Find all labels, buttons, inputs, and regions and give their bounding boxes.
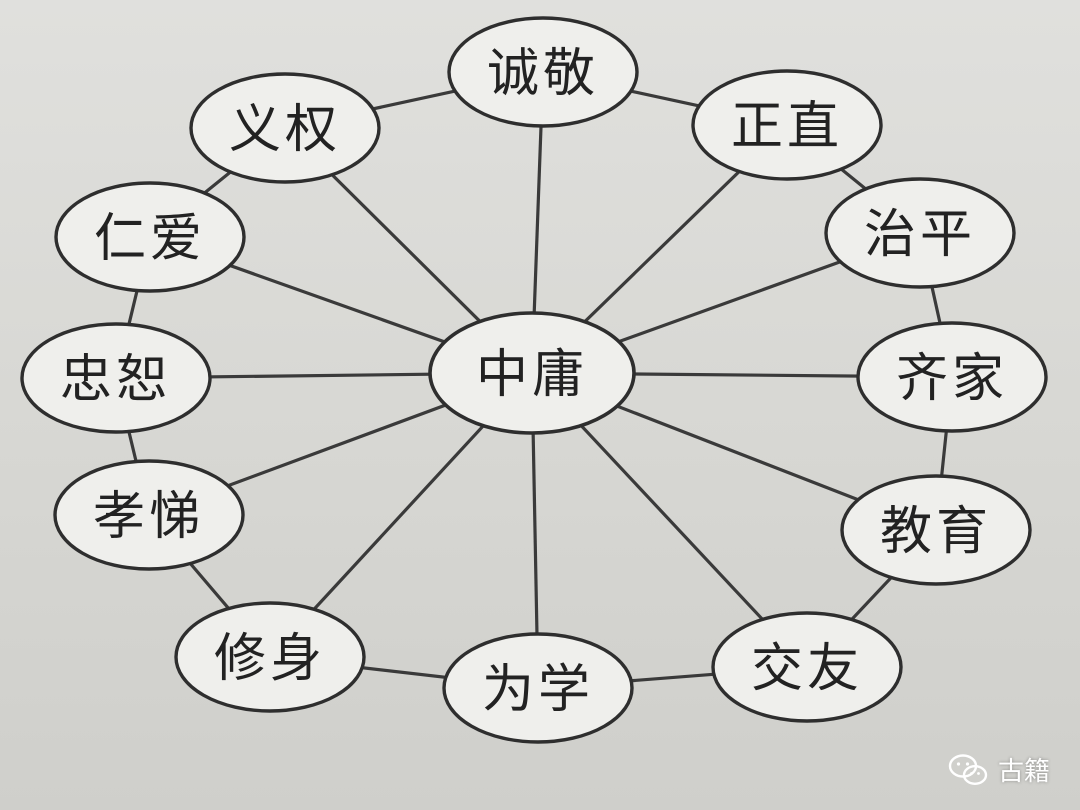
diagram-node: 孝悌 [53, 459, 245, 571]
node-label: 为学 [482, 660, 594, 720]
node-ellipse [20, 322, 212, 434]
node-ellipse [54, 181, 246, 293]
node-label: 仁爱 [94, 209, 206, 269]
node-ellipse [691, 69, 883, 181]
watermark: 古籍 [948, 751, 1050, 788]
node-ellipse [442, 632, 634, 744]
node-label: 忠恕 [60, 350, 172, 410]
diagram-node: 义权 [189, 72, 381, 184]
node-label: 正直 [731, 97, 843, 157]
diagram-node: 忠恕 [20, 322, 212, 434]
node-ellipse [189, 72, 381, 184]
diagram-node: 治平 [824, 177, 1016, 289]
node-ellipse [856, 321, 1048, 433]
node-label: 诚敬 [487, 44, 599, 104]
diagram-node: 教育 [840, 474, 1032, 586]
diagram-node: 正直 [691, 69, 883, 181]
center-node-label: 中庸 [476, 345, 588, 405]
node-label: 交友 [751, 639, 863, 699]
diagram-node: 仁爱 [54, 181, 246, 293]
wechat-icon [948, 753, 988, 785]
diagram-node: 修身 [174, 601, 366, 713]
node-ellipse [824, 177, 1016, 289]
node-label: 修身 [214, 629, 326, 689]
node-ellipse [53, 459, 245, 571]
node-ellipse [174, 601, 366, 713]
diagram-node: 为学 [442, 632, 634, 744]
diagram-node: 齐家 [856, 321, 1048, 433]
node-label: 孝悌 [93, 487, 205, 547]
node-label: 治平 [864, 205, 976, 265]
node-label: 义权 [229, 100, 341, 160]
watermark-label: 古籍 [997, 757, 1050, 787]
node-ellipse [840, 474, 1032, 586]
node-ellipse [447, 16, 639, 128]
center-node-ellipse [428, 311, 636, 435]
diagram-node: 诚敬 [447, 16, 639, 128]
node-label: 教育 [880, 502, 992, 562]
diagram-node: 交友 [711, 611, 903, 723]
node-ellipse [711, 611, 903, 723]
node-label: 齐家 [896, 349, 1008, 409]
